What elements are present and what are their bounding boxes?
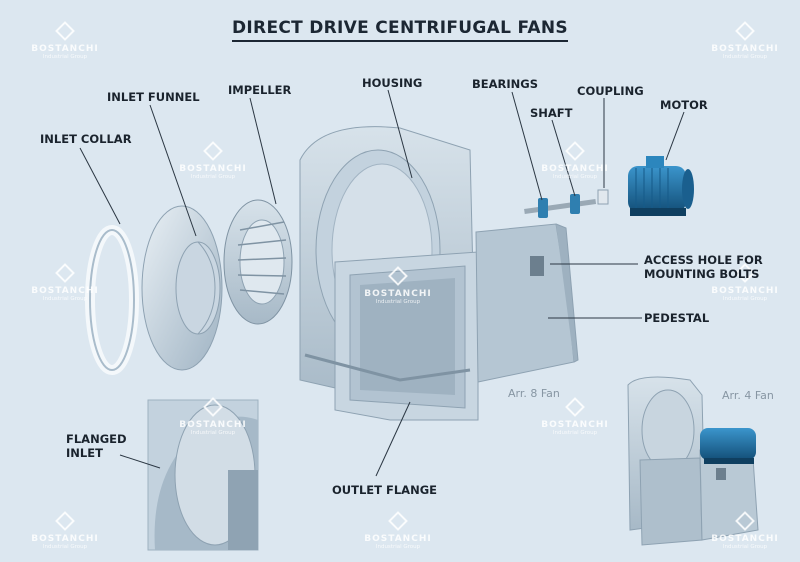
watermark-sub: Industrial Group	[190, 174, 236, 180]
flanged-inlet-inset	[147, 399, 259, 551]
watermark-sub: Industrial Group	[552, 174, 598, 180]
label-motor: MOTOR	[660, 98, 708, 112]
watermark-name: BOSTANCHI	[179, 420, 247, 430]
bostanchi-logo-icon	[203, 141, 223, 161]
watermark-name: BOSTANCHI	[31, 534, 99, 544]
watermark-sub: Industrial Group	[375, 299, 421, 305]
watermark-sub: Industrial Group	[190, 430, 236, 436]
label-outlet-flange: OUTLET FLANGE	[332, 483, 437, 497]
label-shaft: SHAFT	[530, 106, 573, 120]
watermark-name: BOSTANCHI	[364, 534, 432, 544]
watermark-sub: Industrial Group	[552, 430, 598, 436]
bostanchi-logo-icon	[55, 511, 75, 531]
watermark-sub: Industrial Group	[42, 54, 88, 60]
watermark-name: BOSTANCHI	[364, 289, 432, 299]
watermark-name: BOSTANCHI	[711, 44, 779, 54]
bostanchi-logo-icon	[735, 511, 755, 531]
watermark: BOSTANCHI Industrial Group	[690, 262, 800, 302]
bostanchi-logo-icon	[388, 266, 408, 286]
diagram-title-text: DIRECT DRIVE CENTRIFUGAL FANS	[232, 18, 568, 42]
watermark: BOSTANCHI Industrial Group	[520, 140, 630, 180]
watermark-sub: Industrial Group	[722, 296, 768, 302]
housing	[299, 126, 479, 421]
watermark-name: BOSTANCHI	[711, 534, 779, 544]
label-access-hole: ACCESS HOLE FOR MOUNTING BOLTS	[644, 253, 763, 281]
bostanchi-logo-icon	[735, 263, 755, 283]
diagram-title: DIRECT DRIVE CENTRIFUGAL FANS	[0, 18, 800, 42]
label-pedestal: PEDESTAL	[644, 311, 710, 325]
watermark-sub: Industrial Group	[42, 296, 88, 302]
watermark-sub: Industrial Group	[722, 54, 768, 60]
watermark-name: BOSTANCHI	[541, 164, 609, 174]
watermark-name: BOSTANCHI	[179, 164, 247, 174]
shaft-assembly	[524, 189, 609, 218]
watermark-sub: Industrial Group	[722, 544, 768, 550]
arr4-fan-inset	[627, 376, 759, 546]
bostanchi-logo-icon	[55, 21, 75, 41]
watermark-name: BOSTANCHI	[31, 286, 99, 296]
watermark-sub: Industrial Group	[375, 544, 421, 550]
watermark-name: BOSTANCHI	[31, 44, 99, 54]
bostanchi-logo-icon	[735, 21, 755, 41]
bostanchi-logo-icon	[203, 397, 223, 417]
label-bearings: BEARINGS	[472, 77, 539, 91]
label-impeller: IMPELLER	[228, 83, 292, 97]
watermark: BOSTANCHI Industrial Group	[158, 140, 268, 180]
watermark: BOSTANCHI Industrial Group	[690, 510, 800, 550]
inlet-collar	[85, 225, 139, 375]
leader-lines	[79, 89, 685, 477]
label-inlet-collar: INLET COLLAR	[40, 132, 132, 146]
label-housing: HOUSING	[362, 76, 423, 90]
label-inlet-funnel: INLET FUNNEL	[107, 90, 200, 104]
watermark: BOSTANCHI Industrial Group	[10, 262, 120, 302]
motor	[628, 156, 694, 216]
watermark: BOSTANCHI Industrial Group	[10, 510, 120, 550]
watermark: BOSTANCHI Industrial Group	[520, 396, 630, 436]
caption-arr8: Arr. 8 Fan	[508, 387, 560, 400]
label-flanged-inlet: FLANGED INLET	[66, 432, 127, 460]
watermark-name: BOSTANCHI	[541, 420, 609, 430]
watermark-sub: Industrial Group	[42, 544, 88, 550]
watermark: BOSTANCHI Industrial Group	[343, 265, 453, 305]
watermark-name: BOSTANCHI	[711, 286, 779, 296]
watermark: BOSTANCHI Industrial Group	[158, 396, 268, 436]
impeller	[223, 199, 293, 325]
bostanchi-logo-icon	[565, 141, 585, 161]
inlet-funnel	[141, 205, 223, 371]
pedestal	[475, 223, 579, 383]
bostanchi-logo-icon	[565, 397, 585, 417]
bostanchi-logo-icon	[55, 263, 75, 283]
label-coupling: COUPLING	[577, 84, 644, 98]
bostanchi-logo-icon	[388, 511, 408, 531]
watermark: BOSTANCHI Industrial Group	[343, 510, 453, 550]
caption-arr4: Arr. 4 Fan	[722, 389, 774, 402]
watermark: BOSTANCHI Industrial Group	[10, 20, 120, 60]
watermark: BOSTANCHI Industrial Group	[690, 20, 800, 60]
